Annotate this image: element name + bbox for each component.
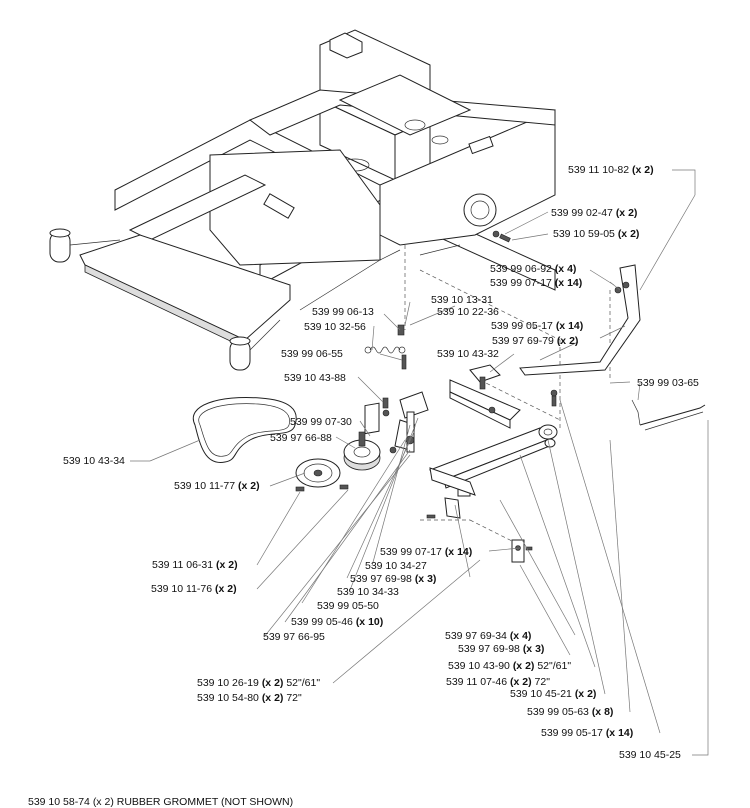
part-label: 539 10 11-77 (x 2) [174,480,260,492]
part-label: 539 99 06-13 [312,306,374,318]
part-label: 539 99 06-92 (x 4) [490,263,577,275]
part-label: 539 10 11-76 (x 2) [151,583,237,595]
spring [364,346,406,354]
part-label: 539 10 45-25 [619,749,681,761]
part-label: 539 97 69-98 (x 3) [458,643,545,655]
part-label: 539 99 05-46 (x 10) [291,616,384,628]
part-label: 539 11 07-46 (x 2) 72" [446,676,550,688]
part-label: 539 99 05-17 (x 14) [491,320,584,332]
pulley-right [343,402,381,471]
part-label: 539 10 43-34 [63,455,125,467]
part-label: 539 97 69-98 (x 3) [350,573,437,585]
part-label: 539 10 43-32 [437,348,499,360]
part-label: 539 10 59-05 (x 2) [553,228,640,240]
part-label: 539 99 05-17 (x 14) [541,727,634,739]
part-label: 539 10 54-80 (x 2) 72" [197,692,302,704]
part-label: 539 99 07-17 (x 14) [380,546,473,558]
footnote: 539 10 58-74 (x 2) RUBBER GROMMET (NOT S… [28,796,294,808]
part-label: 539 10 43-90 (x 2) 52"/61" [448,660,572,672]
drive-belt [192,396,297,463]
part-label: 539 99 07-17 (x 14) [490,277,583,289]
leader-lines [130,169,709,756]
part-label: 539 99 02-47 (x 2) [551,207,638,219]
dashed-guides [404,245,611,546]
part-label: 539 99 05-63 (x 8) [527,706,614,718]
pulley-left [295,458,349,492]
part-label: 539 10 13-31 [431,294,493,306]
part-label: 539 10 34-27 [365,560,427,572]
lift-arm-assembly [426,364,558,563]
part-label: 539 99 03-65 [637,377,699,389]
idler-arm-bracket [519,264,641,376]
part-label: 539 97 66-88 [270,432,332,444]
bolts-top-right [492,230,511,243]
part-label: 539 99 07-30 [290,416,352,428]
part-label: 539 97 69-34 (x 4) [445,630,532,642]
part-label: 539 99 06-55 [281,348,343,360]
adjustment-rod [631,399,706,431]
part-label: 539 97 66-95 [263,631,325,643]
small-fasteners [382,324,407,454]
part-label: 539 10 45-21 (x 2) [510,688,597,700]
part-label: 539 97 69-79 (x 2) [492,335,579,347]
part-label: 539 10 26-19 (x 2) 52"/61" [197,677,321,689]
part-label: 539 10 34-33 [337,586,399,598]
part-label: 539 11 10-82 (x 2) [568,164,654,176]
part-label: 539 10 22-36 [437,306,499,318]
part-label: 539 10 32-56 [304,321,366,333]
part-label: 539 10 43-88 [284,372,346,384]
idler-pulley-bracket [394,391,429,453]
part-label: 539 11 06-31 (x 2) [152,559,238,571]
part-label: 539 99 05-50 [317,600,379,612]
mower-frame [49,29,556,371]
